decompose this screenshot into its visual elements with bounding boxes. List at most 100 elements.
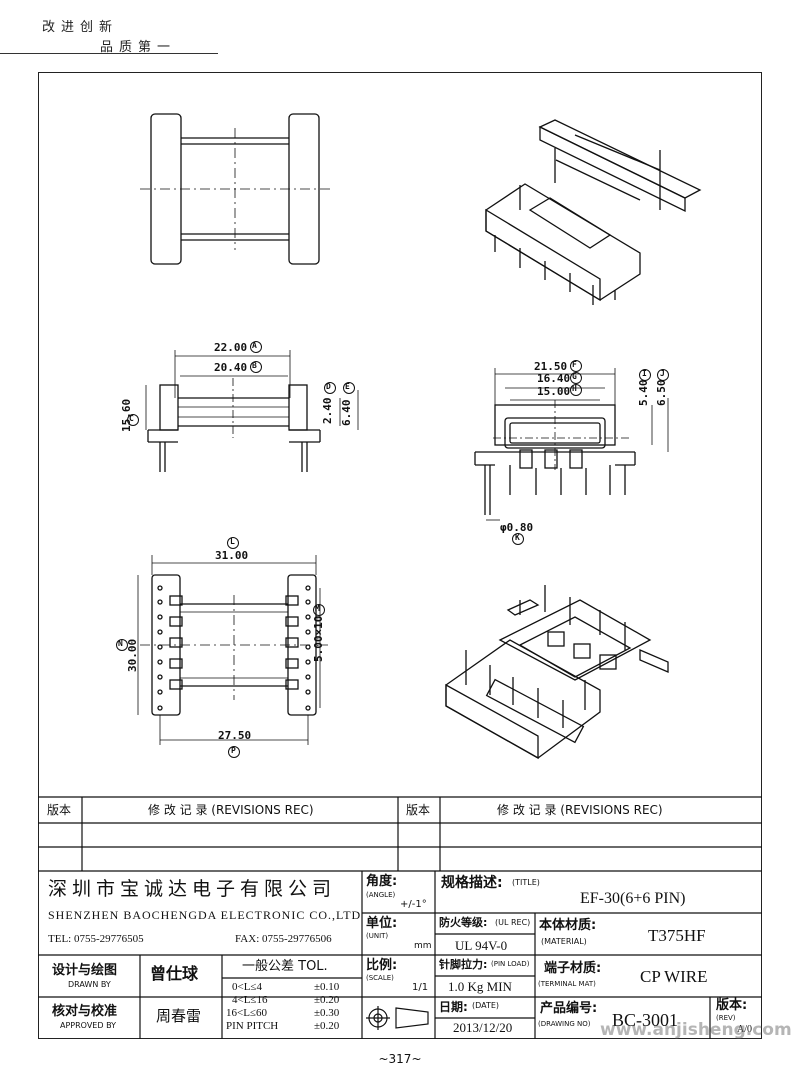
scale-en: (SCALE)	[366, 974, 394, 982]
dim-N-value: 30.00	[126, 638, 139, 672]
dim-E-letter: E	[345, 382, 350, 391]
ul-value: UL 94V-0	[455, 938, 508, 953]
revision-record-header-left: 修 改 记 录 (REVISIONS REC)	[148, 803, 314, 817]
projection-symbol-icon	[366, 1006, 429, 1030]
company-name-en: SHENZHEN BAOCHENGDA ELECTRONIC CO.,LTD	[48, 908, 362, 922]
approved-label: 核对与校准	[52, 1004, 118, 1019]
unit-value: mm	[414, 941, 432, 951]
dim-D-value: 2.40	[321, 397, 334, 425]
title-label: 规格描述:	[441, 875, 503, 891]
side-view-top	[140, 113, 330, 265]
drawing-frame	[38, 72, 762, 1039]
tolerance-range-4: PIN PITCH	[226, 1020, 279, 1032]
tolerance-value-2: ±0.20	[314, 994, 340, 1006]
material-en: (MATERIAL)	[541, 937, 587, 946]
approved-value: 周春雷	[156, 1007, 202, 1025]
slogan-line2: 品质第一	[100, 40, 177, 55]
unit-label: 单位:	[366, 916, 398, 931]
tolerance-value-4: ±0.20	[314, 1020, 340, 1032]
tolerance-range-2: 4<L≤16	[232, 994, 268, 1006]
drawn-value: 曾仕球	[150, 964, 199, 983]
company-fax: FAX: 0755-29776506	[235, 933, 332, 945]
drawing-no-en: (DRAWING NO)	[538, 1020, 591, 1028]
front-view-left	[145, 350, 359, 472]
ul-en: (UL REC)	[495, 918, 531, 927]
header-rule	[0, 53, 218, 54]
end-view-right	[474, 368, 669, 521]
rev-value: A/0	[737, 1024, 752, 1035]
dim-E-value: 6.40	[340, 399, 353, 427]
dim-A-letter: A	[252, 341, 257, 350]
dim-H-letter: H	[572, 384, 577, 393]
terminal-label: 端子材质:	[544, 961, 602, 976]
dim-C-letter: C	[129, 414, 134, 423]
drawing-no-value: BC-3001	[612, 1010, 679, 1030]
dim-I-value: 5.40	[637, 379, 650, 407]
date-label: 日期:	[439, 1000, 468, 1014]
revision-version-header-left: 版本	[47, 803, 72, 817]
dim-P-letter: P	[231, 746, 236, 755]
dim-L-letter: L	[230, 537, 235, 546]
tolerance-range-3: 16<L≤60	[226, 1007, 267, 1019]
watermark-text: www.anjisheng.com	[600, 1020, 792, 1040]
dim-M-value: 5.00×10	[312, 615, 325, 662]
date-en: (DATE)	[472, 1001, 500, 1010]
title-value: EF-30(6+6 PIN)	[580, 890, 686, 907]
dim-M-letter: M	[315, 604, 320, 613]
material-label: 本体材质:	[539, 918, 597, 933]
drawn-label: 设计与绘图	[52, 963, 118, 978]
revision-record-header-right: 修 改 记 录 (REVISIONS REC)	[497, 803, 663, 817]
dim-N-letter: N	[118, 639, 123, 648]
terminal-en: (TERMINAL MAT)	[538, 980, 596, 988]
tolerance-value-1: ±0.10	[314, 981, 340, 993]
title-en: (TITLE)	[512, 878, 540, 887]
page-number: ~317~	[378, 1052, 422, 1066]
dim-G-letter: G	[572, 372, 577, 381]
dim-J-value: 6.50	[655, 379, 668, 407]
tolerance-value-3: ±0.30	[314, 1007, 340, 1019]
terminal-value: CP WIRE	[640, 967, 708, 986]
date-value: 2013/12/20	[453, 1020, 513, 1035]
dim-G-value: 16.40	[537, 372, 571, 385]
dim-P-value: 27.50	[218, 729, 252, 742]
tolerance-title: 一般公差 TOL.	[242, 959, 328, 974]
company-tel: TEL: 0755-29776505	[48, 933, 144, 945]
rev-en: (REV)	[716, 1014, 736, 1022]
drawing-no-label: 产品编号:	[540, 1001, 598, 1016]
dim-K-value: φ0.80	[500, 521, 534, 534]
dim-I-letter: I	[642, 369, 647, 378]
drawn-en: DRAWN BY	[68, 980, 111, 989]
dim-B-value: 20.40	[214, 361, 248, 374]
angle-en: (ANGLE)	[366, 891, 396, 899]
dim-D-letter: D	[326, 382, 331, 391]
dim-A-value: 22.00	[214, 341, 248, 354]
dim-J-letter: J	[660, 369, 665, 378]
tolerance-range-1: 0<L≤4	[232, 981, 262, 993]
dim-H-value: 15.00	[537, 385, 571, 398]
dim-B-letter: B	[252, 361, 257, 370]
angle-value: +/-1°	[400, 899, 427, 910]
isometric-view-bottom	[445, 585, 669, 760]
pin-load-label: 针脚拉力:	[439, 958, 488, 971]
pin-load-value: 1.0 Kg MIN	[448, 979, 512, 994]
scale-value: 1/1	[412, 982, 429, 993]
angle-label: 角度:	[366, 874, 398, 889]
pin-load-en: (PIN LOAD)	[491, 960, 530, 968]
revision-version-header-right: 版本	[406, 803, 431, 817]
dim-L-value: 31.00	[215, 549, 249, 562]
title-block-grid	[38, 796, 762, 1039]
scale-label: 比例:	[366, 958, 398, 973]
dim-K-letter: K	[515, 533, 520, 542]
unit-en: (UNIT)	[366, 932, 389, 940]
dim-F-letter: F	[572, 360, 577, 369]
company-name-cn: 深圳市宝诚达电子有限公司	[48, 879, 337, 900]
isometric-view-top	[485, 119, 702, 305]
material-value: T375HF	[648, 926, 706, 945]
approved-en: APPROVED BY	[60, 1021, 117, 1030]
slogan-line1: 改进创新	[42, 20, 119, 35]
ul-label: 防火等级:	[439, 916, 488, 929]
top-view-bottom	[137, 555, 328, 745]
dim-F-value: 21.50	[534, 360, 568, 373]
rev-label: 版本:	[716, 998, 748, 1013]
